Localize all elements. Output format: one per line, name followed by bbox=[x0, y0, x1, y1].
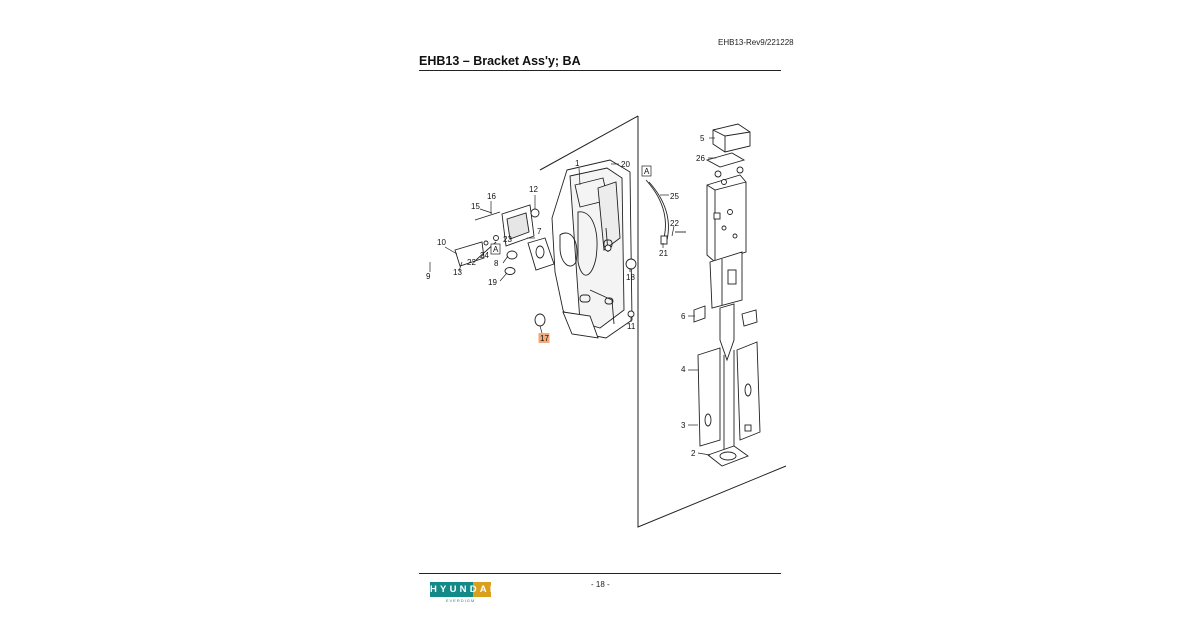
callout-12: 12 bbox=[529, 185, 538, 194]
callout-18: 18 bbox=[626, 273, 635, 282]
callout-13: 13 bbox=[453, 268, 462, 277]
callout-26: 26 bbox=[696, 154, 705, 163]
side-parts bbox=[454, 204, 637, 327]
callout-20: 20 bbox=[621, 160, 630, 169]
logo-subtext: EVERDIGM bbox=[445, 598, 476, 603]
callout-17: 17 bbox=[540, 334, 549, 343]
callout-16: 16 bbox=[487, 192, 496, 201]
callout-10: 10 bbox=[437, 238, 446, 247]
leader-lines bbox=[429, 137, 716, 456]
callout-2: 2 bbox=[691, 449, 696, 458]
frame-lines bbox=[539, 115, 787, 528]
callout-21: 21 bbox=[659, 249, 668, 258]
logo-wordmark: HYUNDAI bbox=[430, 584, 496, 595]
callout-19: 19 bbox=[488, 278, 497, 287]
highlighted-callout-box bbox=[538, 333, 550, 343]
callout-8: 8 bbox=[494, 259, 499, 268]
callout-15: 15 bbox=[471, 202, 480, 211]
revision-code: EHB13-Rev9/221228 bbox=[718, 38, 794, 47]
callout-7: 7 bbox=[537, 227, 542, 236]
callout-A-left: A bbox=[493, 245, 499, 254]
callout-1: 1 bbox=[575, 159, 580, 168]
header-rule bbox=[419, 70, 781, 71]
callout-4: 4 bbox=[681, 365, 686, 374]
footer-rule bbox=[419, 573, 781, 574]
bracket-body bbox=[551, 159, 633, 339]
callout-5: 5 bbox=[700, 134, 705, 143]
callout-9: 9 bbox=[426, 272, 431, 281]
page-title: EHB13 – Bracket Ass'y; BA bbox=[419, 54, 581, 68]
callout-22-right: 22 bbox=[670, 219, 679, 228]
hyundai-everdigm-logo: HYUNDAI EVERDIGM bbox=[430, 582, 496, 604]
callout-25: 25 bbox=[670, 192, 679, 201]
callout-23: 23 bbox=[503, 235, 512, 244]
callout-24: 24 bbox=[480, 251, 489, 260]
callout-6: 6 bbox=[681, 312, 686, 321]
callout-22-left: 22 bbox=[467, 258, 476, 267]
hose-assembly bbox=[645, 179, 686, 245]
callout-A-right: A bbox=[644, 167, 650, 176]
callout-3: 3 bbox=[681, 421, 686, 430]
page-number: - 18 - bbox=[591, 580, 610, 589]
breaker-body bbox=[693, 123, 761, 467]
callout-11: 11 bbox=[627, 322, 636, 331]
